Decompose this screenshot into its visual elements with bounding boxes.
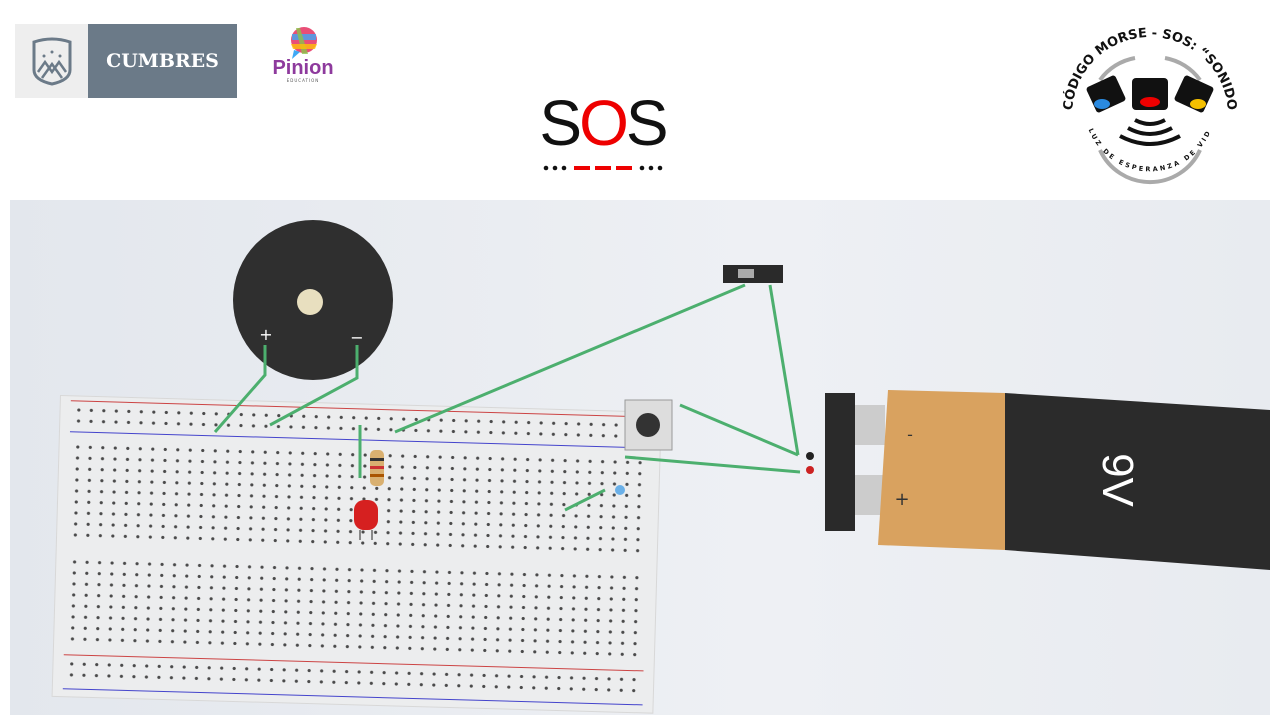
battery-minus-label: - [907, 425, 913, 444]
resistor [370, 450, 384, 486]
speech-bubble-icon [291, 27, 317, 59]
buzzer-minus-label: − [350, 328, 363, 347]
letter-s: S [539, 87, 582, 159]
spotlight-icons [1086, 75, 1214, 146]
sos-title: SOS [530, 88, 675, 183]
cumbres-logo: CUMBRES [15, 24, 237, 98]
wires [213, 283, 801, 512]
project-badge-logo: CÓDIGO MORSE - SOS: “SONIDO O LUZ DE ESP… [1046, 14, 1250, 190]
shield-icon [15, 24, 88, 98]
push-button[interactable] [624, 399, 673, 451]
battery-9v[interactable] [806, 390, 1270, 570]
letter-o: O [579, 87, 629, 159]
pinion-logo: Pinion EDUCATION [266, 26, 340, 88]
blue-led [615, 485, 625, 495]
pinion-wordmark: Pinion [272, 57, 334, 79]
battery-plus-label: + [894, 489, 909, 510]
buzzer-plus-label: + [259, 325, 272, 344]
led [354, 500, 378, 540]
buzzer[interactable] [233, 220, 393, 380]
pinion-sub: EDUCATION [286, 78, 320, 83]
battery-label: 9V [1092, 453, 1142, 507]
slide-switch[interactable] [723, 265, 783, 283]
morse-code-line [543, 165, 662, 171]
letter-s: S [625, 87, 669, 159]
